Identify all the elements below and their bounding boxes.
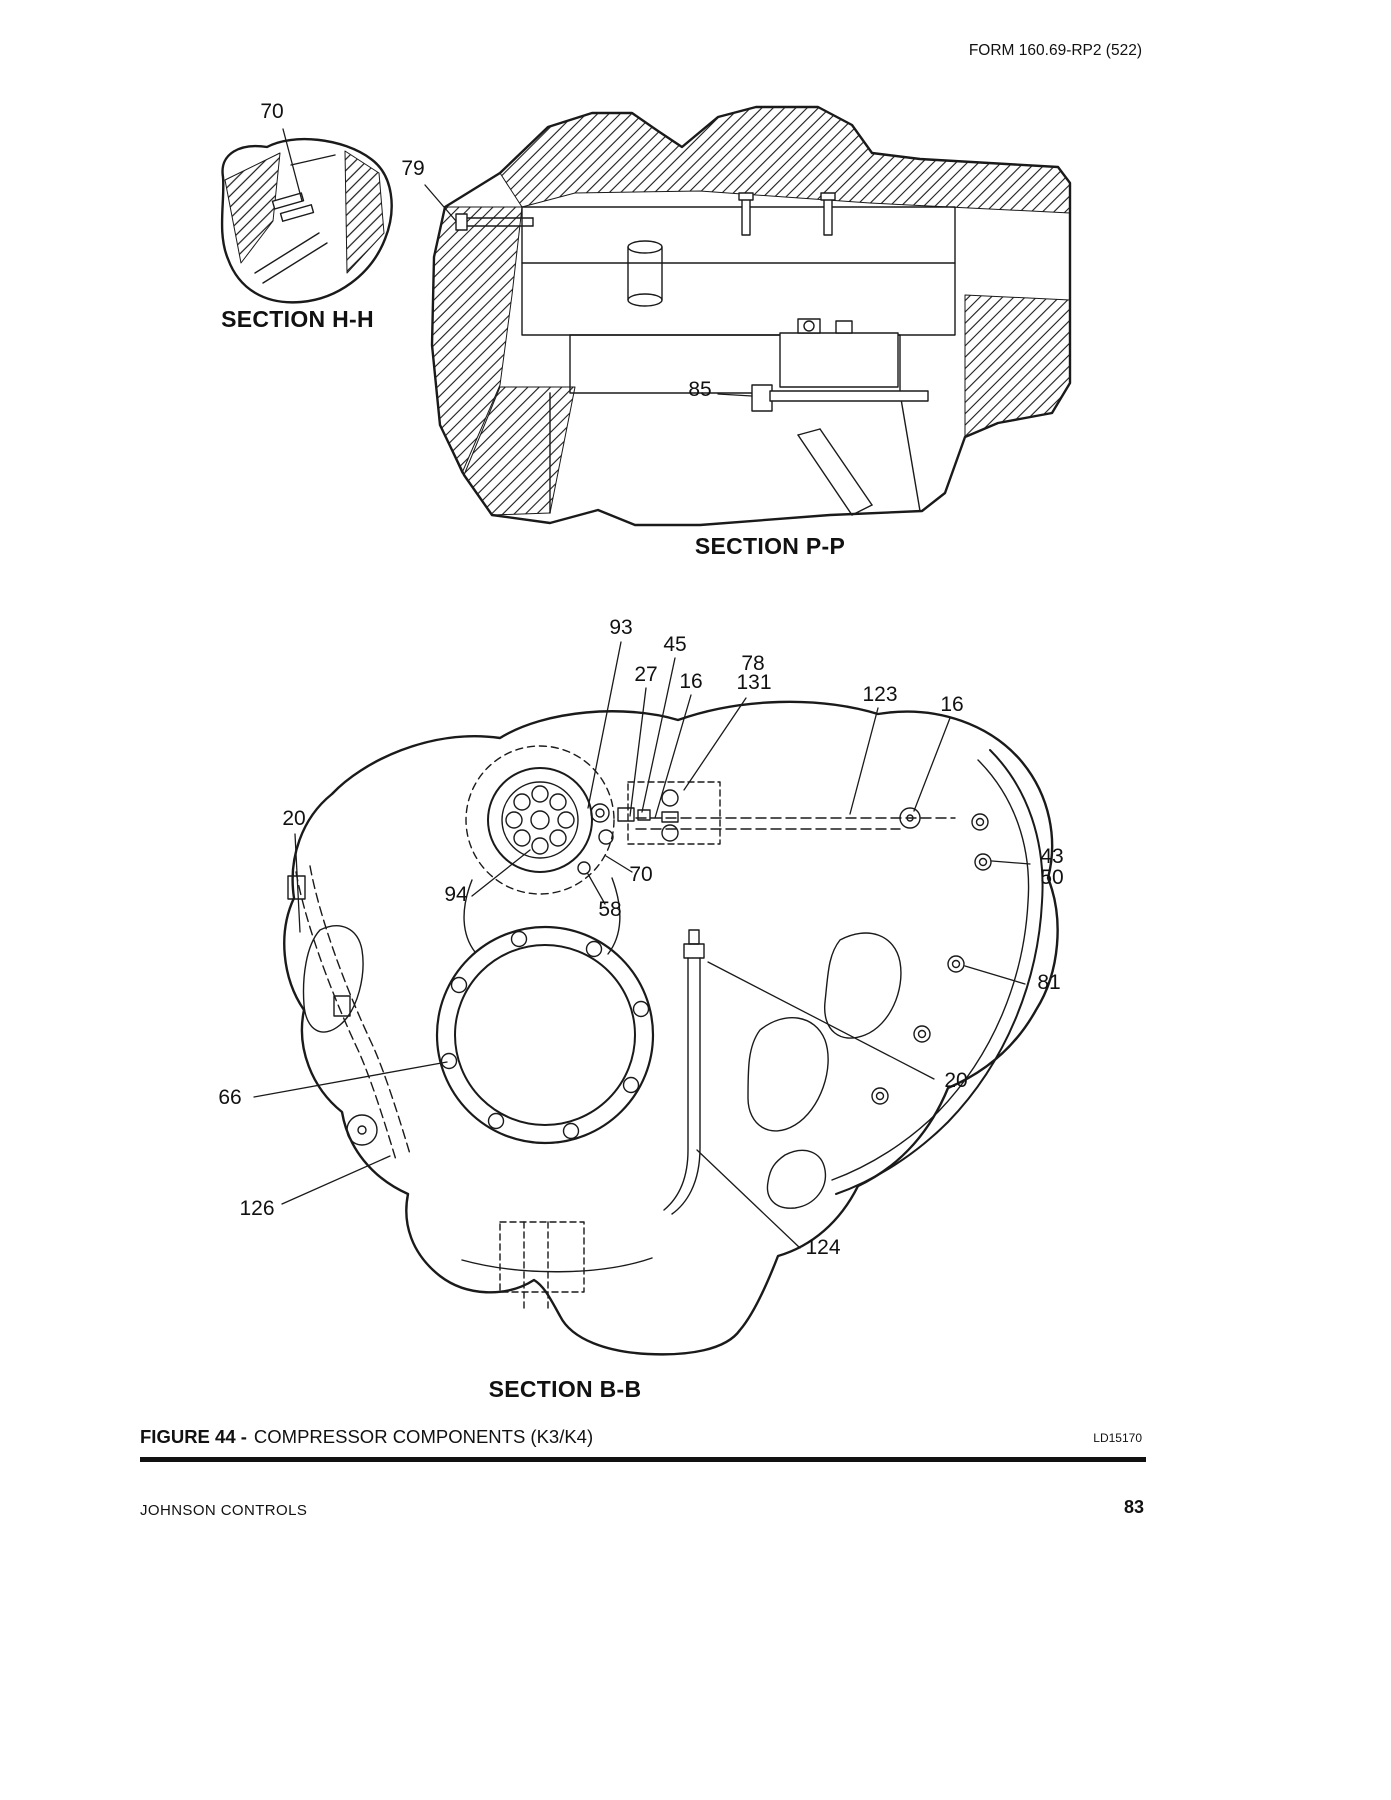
part-label-27: 27 [634, 663, 658, 686]
section-hh-title: SECTION H-H [221, 306, 374, 332]
pp-leader-85 [717, 393, 753, 397]
leader-lines [253, 641, 1031, 1249]
edge-bolt-holes [871, 813, 992, 1105]
part-label-124: 124 [805, 1236, 841, 1259]
section-pp-drawing [424, 105, 1072, 527]
part-label-123: 123 [862, 683, 898, 706]
section-pp-title: SECTION P-P [694, 533, 846, 559]
figure-caption: FIGURE 44 - COMPRESSOR COMPONENTS (K3/K4) [140, 1426, 593, 1448]
shaft-flange [465, 745, 615, 895]
part-label-79: 79 [401, 157, 425, 180]
part-label-20: 20 [282, 807, 306, 830]
pp-casing-outline [430, 105, 1072, 527]
figure-caption-title: COMPRESSOR COMPONENTS (K3/K4) [253, 1426, 594, 1447]
divider-rule [140, 1457, 1146, 1462]
pp-bolt-79 [455, 213, 534, 231]
part-label-94: 94 [444, 883, 468, 906]
pp-rod-85 [751, 384, 929, 412]
part-label-43: 43 [1040, 845, 1064, 868]
pp-cylinder [627, 240, 663, 307]
part-label-45: 45 [663, 633, 687, 656]
footer-company: JOHNSON CONTROLS [140, 1502, 308, 1519]
part-label-50: 50 [1040, 866, 1064, 889]
bb-casing-outline [283, 700, 1059, 1356]
part-label-70: 70 [629, 863, 653, 886]
section-bb-title: SECTION B-B [488, 1376, 642, 1402]
oil-line [663, 929, 705, 1215]
part-label-16-2: 16 [940, 693, 964, 716]
hh-leader-70 [282, 128, 303, 202]
main-opening [435, 925, 655, 1145]
part-label-81: 81 [1037, 971, 1061, 994]
page-number: 83 [1123, 1497, 1144, 1517]
form-number: FORM 160.69-RP2 (522) [968, 42, 1142, 59]
part-label-85: 85 [688, 378, 712, 401]
part-label-hh-70: 70 [260, 100, 284, 123]
drawing-code: LD15170 [1093, 1431, 1142, 1445]
pp-leader-79 [424, 184, 457, 222]
part-label-93: 93 [609, 616, 633, 639]
part-label-16: 16 [679, 670, 703, 693]
hidden-pipe [295, 865, 411, 1161]
part-label-131: 131 [736, 671, 772, 694]
figure-caption-prefix: FIGURE 44 - [140, 1426, 247, 1447]
hh-blob-outline [220, 137, 393, 304]
part-label-58: 58 [598, 898, 622, 921]
coupling-parts [577, 781, 956, 875]
part-label-78: 78 [741, 652, 765, 675]
section-hh-drawing [220, 128, 393, 304]
part-label-66: 66 [218, 1086, 242, 1109]
section-bb-drawing [253, 641, 1059, 1356]
part-label-20-2: 20 [944, 1069, 968, 1092]
part-label-126: 126 [239, 1197, 275, 1220]
